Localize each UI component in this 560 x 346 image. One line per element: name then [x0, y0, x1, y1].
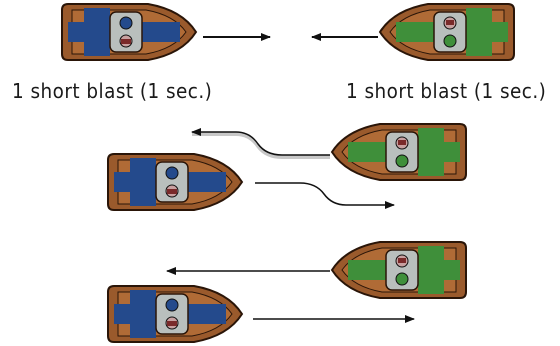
blue-boat-row1	[61, 3, 197, 61]
passing-lane-row2	[192, 132, 330, 159]
green-boat-row1	[379, 3, 515, 61]
green-boat-row3	[331, 241, 467, 299]
blue-boat-row3	[107, 285, 243, 343]
left-signal-label: 1 short blast (1 sec.)	[12, 79, 213, 103]
right-signal-label: 1 short blast (1 sec.)	[346, 79, 547, 103]
arrow-right-row2	[255, 182, 395, 209]
arrow-left-row2	[191, 128, 330, 156]
blue-boat-row2	[107, 153, 243, 211]
green-boat-row2	[331, 123, 467, 181]
